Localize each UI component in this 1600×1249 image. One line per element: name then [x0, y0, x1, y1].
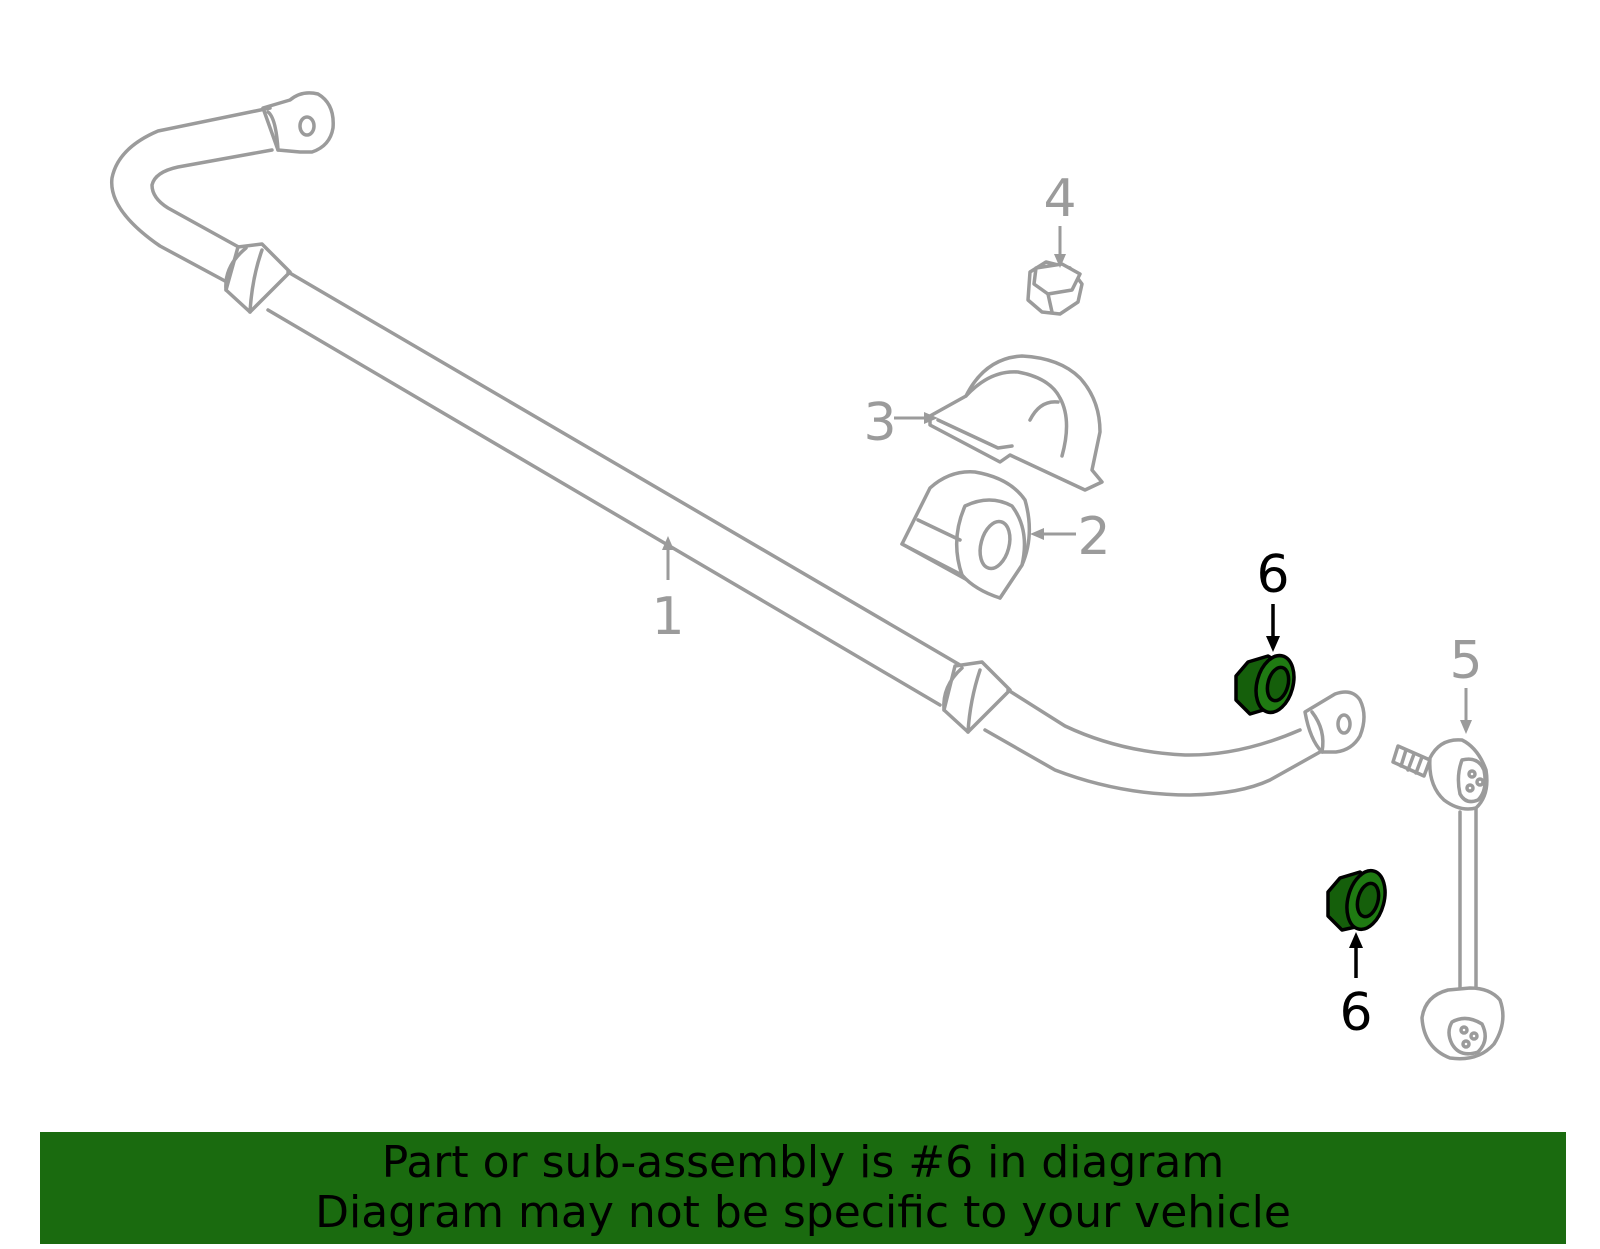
callout-1: 1 [651, 587, 684, 647]
highlighted-nut-upper[interactable] [1234, 651, 1300, 716]
banner-line-disclaimer: Diagram may not be specific to your vehi… [315, 1187, 1291, 1238]
callout-2: 2 [1077, 507, 1110, 567]
leader-arrows [662, 226, 1472, 978]
banner-line-part: Part or sub-assembly is #6 in diagram [381, 1137, 1225, 1188]
callout-3: 3 [863, 393, 896, 453]
stabilizer-link [1391, 738, 1505, 1061]
callout-4: 4 [1043, 169, 1076, 229]
highlighted-nut-lower[interactable] [1326, 866, 1391, 933]
bushing-bracket [928, 354, 1104, 492]
callout-6-lower: 6 [1339, 983, 1372, 1043]
bar-bushing [900, 470, 1032, 600]
flange-nut [1026, 260, 1084, 316]
callout-6-upper: 6 [1256, 545, 1289, 605]
callout-5: 5 [1449, 631, 1482, 691]
stabilizer-bar [110, 91, 1366, 797]
part-info-banner: Part or sub-assembly is #6 in diagram Di… [40, 1132, 1566, 1244]
